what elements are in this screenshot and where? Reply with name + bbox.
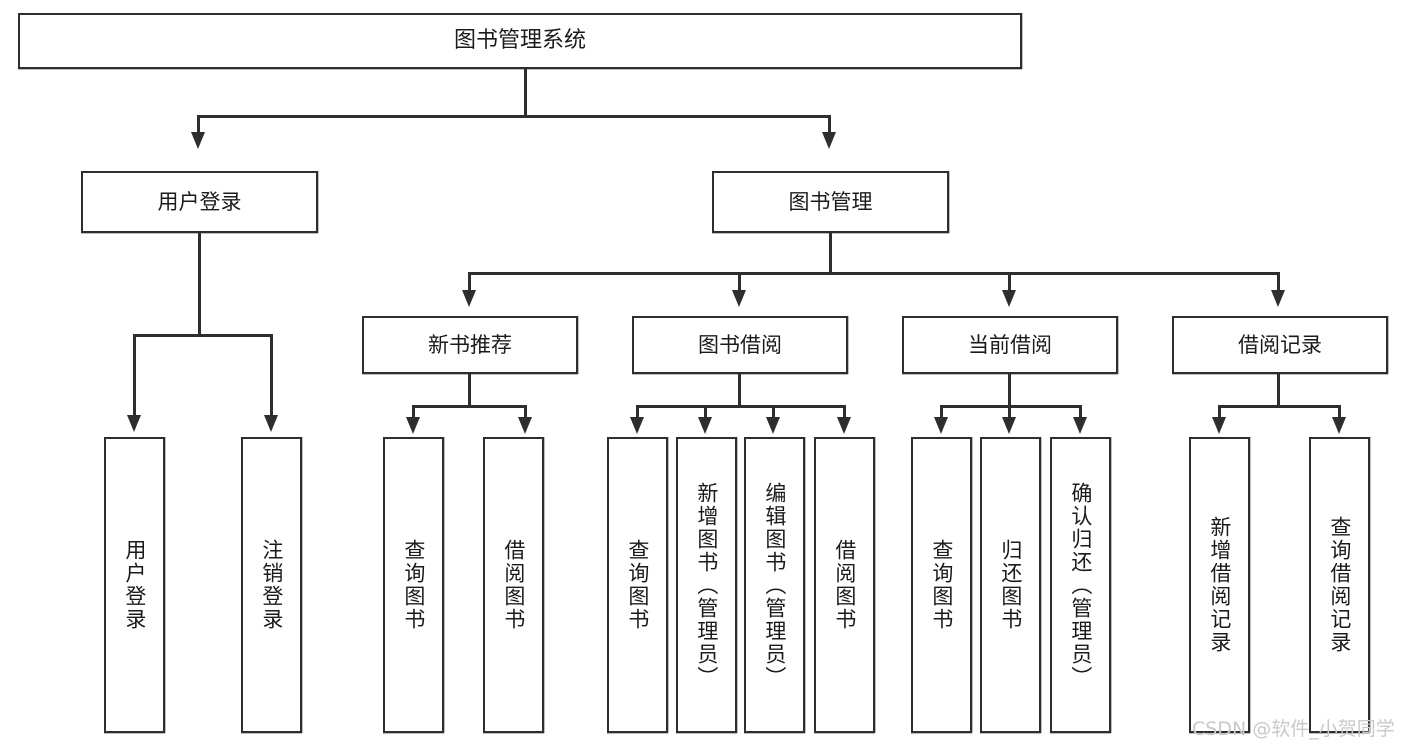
node-label: 新增借阅记录 <box>1207 516 1232 654</box>
edge-borrow-record-stem <box>1277 374 1280 408</box>
edge-user-login-bus <box>133 334 273 337</box>
edge-book-borrow-drop-4 <box>843 405 846 419</box>
edge-root-drop-right <box>828 115 831 134</box>
arrowhead-leaf-logout <box>264 415 278 432</box>
arrowhead-user-login <box>191 132 205 149</box>
leaf-query-book-recommend[interactable]: 查询图书 <box>383 437 444 733</box>
edge-level3-drop-3 <box>1008 272 1011 292</box>
edge-user-login-drop-2 <box>270 334 273 417</box>
arrowhead-leaf-borrow-book-1 <box>518 417 532 434</box>
leaf-query-book-current[interactable]: 查询图书 <box>911 437 972 733</box>
node-new-book-recommend[interactable]: 新书推荐 <box>362 316 578 374</box>
edge-current-borrow-bus <box>940 405 1082 408</box>
node-label: 新书推荐 <box>428 332 512 357</box>
edge-current-borrow-stem <box>1008 374 1011 408</box>
edge-borrow-record-bus <box>1218 405 1341 408</box>
node-label: 用户登录 <box>122 539 147 631</box>
leaf-add-borrow-record[interactable]: 新增借阅记录 <box>1189 437 1250 733</box>
arrowhead-leaf-query-record <box>1332 417 1346 434</box>
node-user-login[interactable]: 用户登录 <box>81 171 318 233</box>
arrowhead-leaf-return-book <box>1002 417 1016 434</box>
node-borrow-record[interactable]: 借阅记录 <box>1172 316 1388 374</box>
edge-book-borrow-drop-1 <box>636 405 639 419</box>
edge-book-borrow-drop-2 <box>704 405 707 419</box>
arrowhead-current-borrow <box>1002 290 1016 307</box>
arrowhead-leaf-query-book-3 <box>934 417 948 434</box>
node-book-borrow[interactable]: 图书借阅 <box>632 316 848 374</box>
edge-root-stem <box>524 69 527 117</box>
edge-book-borrow-stem <box>738 374 741 408</box>
node-label: 编辑图书（管理员） <box>762 481 787 689</box>
edge-level3-drop-4 <box>1277 272 1280 292</box>
leaf-logout[interactable]: 注销登录 <box>241 437 302 733</box>
edge-level3-drop-2 <box>738 272 741 292</box>
arrowhead-leaf-query-book-2 <box>630 417 644 434</box>
node-book-management[interactable]: 图书管理 <box>712 171 949 233</box>
arrowhead-leaf-user-login <box>127 415 141 432</box>
edge-book-borrow-bus <box>636 405 846 408</box>
edge-level3-drop-1 <box>468 272 471 292</box>
arrowhead-leaf-edit-book <box>766 417 780 434</box>
arrowhead-leaf-query-book-1 <box>406 417 420 434</box>
node-label: 查询图书 <box>929 539 954 631</box>
edge-borrow-record-drop-2 <box>1338 405 1341 419</box>
edge-level3-bus <box>468 272 1280 275</box>
leaf-add-book-admin[interactable]: 新增图书（管理员） <box>676 437 737 733</box>
node-label: 归还图书 <box>998 539 1023 631</box>
node-label: 借阅图书 <box>832 539 857 631</box>
node-label: 图书管理 <box>788 189 873 214</box>
arrowhead-leaf-add-record <box>1212 417 1226 434</box>
arrowhead-leaf-confirm-return <box>1073 417 1087 434</box>
node-current-borrow[interactable]: 当前借阅 <box>902 316 1118 374</box>
edge-user-login-drop-1 <box>133 334 136 417</box>
edge-new-book-stem <box>468 374 471 408</box>
leaf-return-book[interactable]: 归还图书 <box>980 437 1041 733</box>
node-label: 借阅记录 <box>1238 332 1322 357</box>
edge-current-borrow-drop-2 <box>1008 405 1011 419</box>
leaf-borrow-book[interactable]: 借阅图书 <box>814 437 875 733</box>
node-label: 新增图书（管理员） <box>694 481 719 689</box>
edge-root-drop-left <box>197 115 200 134</box>
leaf-borrow-book-recommend[interactable]: 借阅图书 <box>483 437 544 733</box>
edge-user-login-stem <box>198 233 201 337</box>
arrowhead-new-book-recommend <box>462 290 476 307</box>
edge-root-bus <box>197 115 830 118</box>
node-label: 图书管理系统 <box>453 28 586 54</box>
edge-new-book-drop-2 <box>524 405 527 419</box>
node-label: 当前借阅 <box>968 332 1052 357</box>
node-label: 确认归还（管理员） <box>1068 481 1093 689</box>
arrowhead-book-borrow <box>732 290 746 307</box>
edge-current-borrow-drop-1 <box>940 405 943 419</box>
node-label: 用户登录 <box>157 189 242 214</box>
arrowhead-book-management <box>822 132 836 149</box>
leaf-user-login[interactable]: 用户登录 <box>104 437 165 733</box>
csdn-watermark: CSDN @软件_小贺同学 <box>1192 718 1395 740</box>
node-label: 查询图书 <box>401 539 426 631</box>
edge-borrow-record-drop-1 <box>1218 405 1221 419</box>
leaf-query-book-borrow[interactable]: 查询图书 <box>607 437 668 733</box>
node-label: 查询借阅记录 <box>1327 516 1352 654</box>
leaf-edit-book-admin[interactable]: 编辑图书（管理员） <box>744 437 805 733</box>
leaf-query-borrow-record[interactable]: 查询借阅记录 <box>1309 437 1370 733</box>
node-root-book-management-system[interactable]: 图书管理系统 <box>18 13 1022 69</box>
arrowhead-leaf-borrow-book-2 <box>837 417 851 434</box>
edge-current-borrow-drop-3 <box>1079 405 1082 419</box>
arrowhead-borrow-record <box>1271 290 1285 307</box>
leaf-confirm-return-admin[interactable]: 确认归还（管理员） <box>1050 437 1111 733</box>
edge-book-management-stem <box>829 233 832 275</box>
node-label: 图书借阅 <box>698 332 782 357</box>
node-label: 借阅图书 <box>501 539 526 631</box>
node-label: 注销登录 <box>259 539 284 631</box>
arrowhead-leaf-add-book <box>698 417 712 434</box>
edge-book-borrow-drop-3 <box>772 405 775 419</box>
edge-new-book-bus <box>412 405 527 408</box>
edge-new-book-drop-1 <box>412 405 415 419</box>
node-label: 查询图书 <box>625 539 650 631</box>
